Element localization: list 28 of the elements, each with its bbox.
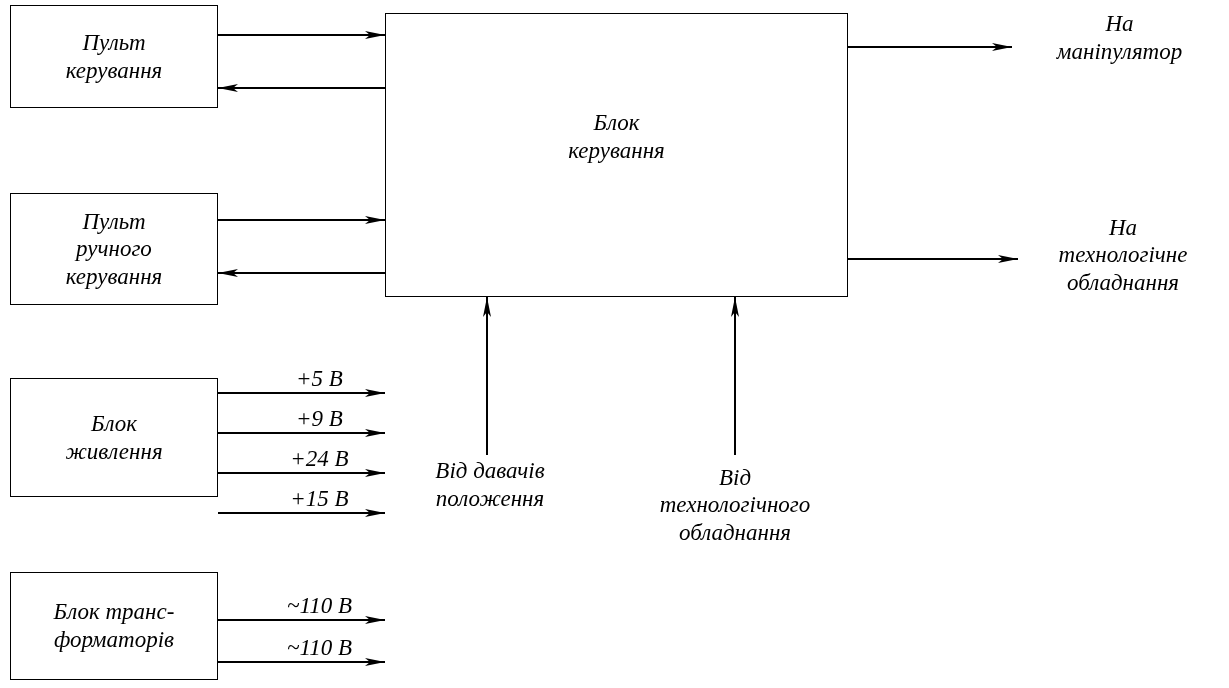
box-label: Блок транс-форматорів <box>52 598 176 654</box>
arrow <box>847 43 1013 51</box>
arrow <box>217 389 386 397</box>
process-box <box>10 378 218 497</box>
process-box <box>10 5 218 108</box>
arrow <box>217 84 386 92</box>
output-label: На маніпулятор <box>1055 10 1184 66</box>
box-label: Пульт ручного керування <box>64 207 164 291</box>
box-label: Блок керування <box>567 109 666 165</box>
output-label: На технологічне обладнання <box>1057 213 1189 297</box>
arrow <box>217 269 386 277</box>
arrow <box>731 296 739 456</box>
process-box <box>10 572 218 680</box>
arrow <box>217 658 386 666</box>
arrow <box>217 616 386 624</box>
arrow <box>217 216 386 224</box>
arrow <box>483 296 491 456</box>
input-label: Від давачів положення <box>434 457 546 513</box>
arrow <box>217 31 386 39</box>
input-label: Від технологічного обладнання <box>658 463 812 547</box>
process-box <box>10 193 218 305</box>
arrow <box>217 469 386 477</box>
box-label: Блок живлення <box>64 409 164 466</box>
box-label: Пульт керування <box>64 28 164 85</box>
arrow <box>217 429 386 437</box>
process-box <box>385 13 848 297</box>
arrow <box>217 509 386 517</box>
arrow <box>847 255 1019 263</box>
